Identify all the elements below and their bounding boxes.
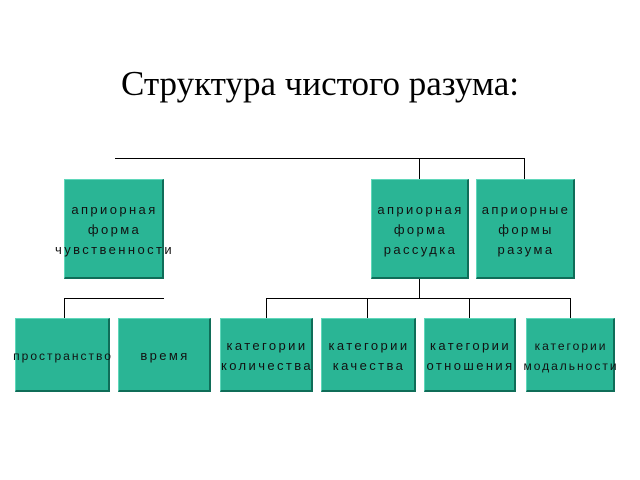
- page-title: Структура чистого разума:: [120, 64, 520, 103]
- box-time: время: [118, 318, 211, 392]
- box-a-priori-form-of-understanding: априорная форма рассудка: [371, 179, 469, 279]
- box-categories-of-modality: категории модальности: [523, 318, 617, 392]
- box-categories-of-relation: категории отношения: [424, 318, 516, 392]
- box-a-priori-form-of-sensibility: априорная форма чувственности: [55, 179, 172, 279]
- box-a-priori-forms-of-reason: априорные формы разума: [476, 179, 575, 279]
- box-categories-of-quantity: категории количества: [220, 318, 313, 392]
- box-categories-of-quality: категории качества: [321, 318, 416, 392]
- box-space: пространство: [13, 318, 111, 392]
